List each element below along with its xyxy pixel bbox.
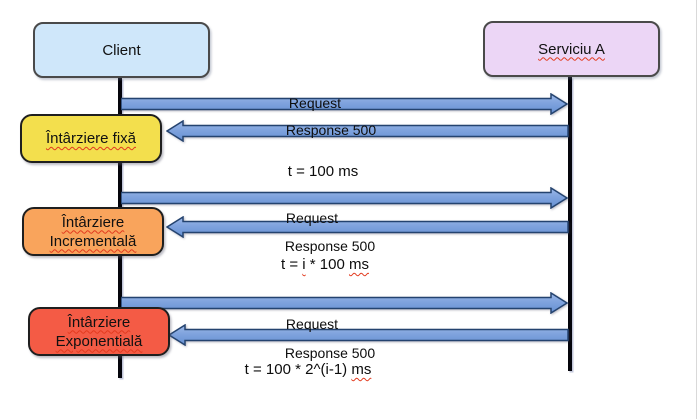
- response-label: Response 500: [284, 238, 376, 254]
- strategy-box-exponential-delay: Întârziere Exponentială: [28, 307, 170, 356]
- response-label: Response 500: [285, 122, 377, 138]
- strategy-label-line: Exponentială: [55, 332, 143, 350]
- timing-label: t = i * 100 ms: [195, 256, 455, 273]
- timing-label: t = 100 * 2^(i-1) ms: [178, 361, 438, 378]
- response-label: Response 500: [284, 345, 376, 361]
- timing-label: t = 100 ms: [193, 163, 453, 180]
- strategy-label-line: Întârziere: [67, 313, 131, 331]
- request-arrow: [121, 187, 569, 209]
- strategy-label-line: Incrementală: [49, 232, 137, 250]
- request-label: Request: [288, 95, 342, 111]
- response-arrow: [168, 324, 569, 346]
- strategy-label-line: Întârziere: [61, 213, 125, 231]
- response-arrow: [166, 216, 569, 238]
- actor-box-service: Serviciu A: [483, 21, 660, 77]
- request-arrow: [121, 292, 569, 314]
- strategy-box-fixed-delay: Întârziere fixă: [20, 114, 162, 163]
- strategy-label-line: Întârziere fixă: [45, 130, 137, 147]
- response-arrow: [166, 120, 569, 142]
- request-label: Request: [285, 210, 339, 226]
- timing-text: t = 100 ms: [287, 163, 359, 180]
- timing-text: t =: [281, 256, 303, 273]
- timing-text-misspelled: i: [302, 256, 306, 273]
- request-label: Request: [285, 316, 339, 332]
- service-lifeline: [568, 77, 572, 371]
- timing-text: * 100: [305, 256, 349, 273]
- strategy-box-incremental-delay: Întârziere Incrementală: [22, 207, 164, 256]
- request-arrow: [121, 93, 569, 115]
- actor-label-service: Serviciu A: [538, 40, 605, 58]
- actor-box-client: Client: [33, 22, 210, 78]
- slide-edge-line: [696, 0, 697, 419]
- timing-text: t = 100 * 2^(i-1): [244, 361, 352, 378]
- timing-text-misspelled: ms: [351, 361, 372, 378]
- timing-text-misspelled: ms: [348, 256, 369, 273]
- actor-label-client: Client: [102, 41, 141, 59]
